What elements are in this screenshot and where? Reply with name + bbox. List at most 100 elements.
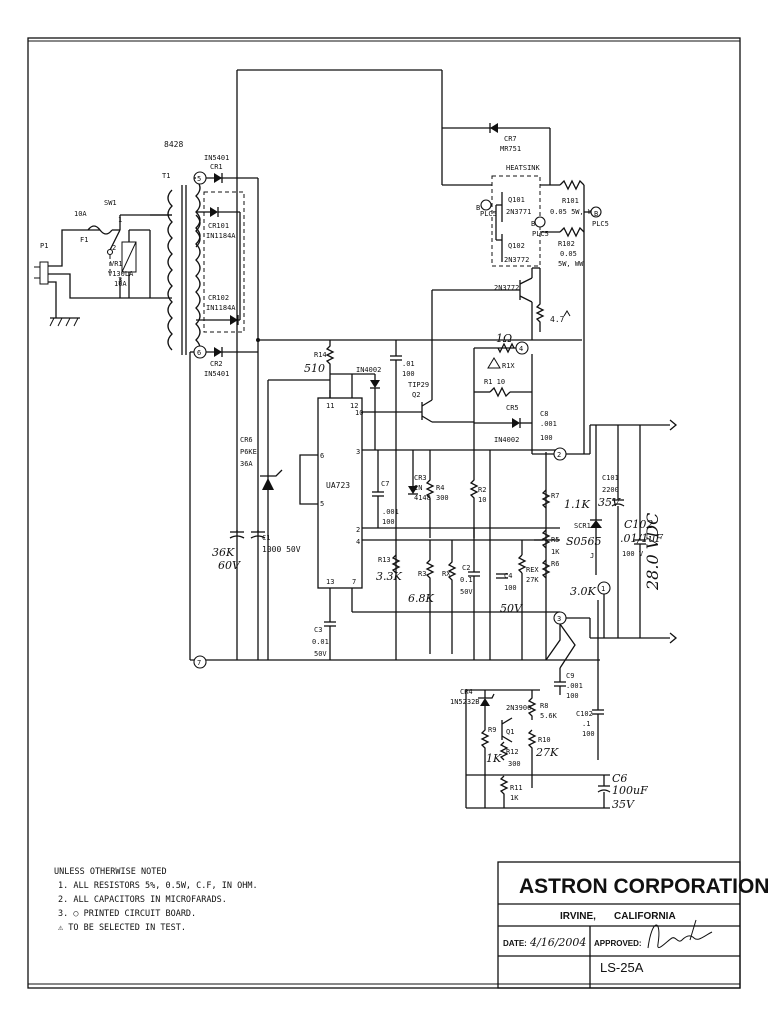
current-limit: 1Ω 4 R1X R1 10 CR5 IN4002 C8 .001 100 (473, 332, 557, 455)
note-1: 1. ALL RESISTORS 5%, 0.5W, C.F, IN OHM. (58, 881, 258, 891)
pass-transistor-section: CR7 MR751 HEATSINK B PLC5 Q101 2N3771 Q1… (432, 123, 609, 454)
diode-cr3 (408, 486, 418, 494)
plc-b-2: B (531, 220, 535, 228)
r3-handwritten: 6.8K (408, 592, 434, 605)
cr6-label: CR6 (240, 436, 253, 444)
r13-label: R13 (378, 556, 391, 564)
vr1-part: V130LA (108, 270, 134, 278)
terminal-5-label: 5 (197, 175, 201, 183)
ic-pin-13: 13 (326, 578, 334, 586)
r5-label: R5 (551, 536, 559, 544)
q2-label: Q2 (412, 391, 420, 399)
resistor-r3 (425, 540, 435, 654)
c3-voltage: 50V (314, 650, 327, 658)
r10-label: R10 (538, 736, 551, 744)
r4-value: 300 (436, 494, 449, 502)
q1-label: Q1 (506, 728, 514, 736)
c9-label: C9 (566, 672, 574, 680)
cr5-label: CR5 (506, 404, 519, 412)
c101-value: 2200 (602, 486, 619, 494)
switch-sw1 (109, 229, 121, 251)
note-3: 3. ○ PRINTED CIRCUIT BOARD. (58, 909, 196, 919)
c4-label: C4 (504, 572, 512, 580)
c102b-voltage: 100 (582, 730, 595, 738)
ic-pin-11: 11 (326, 402, 334, 410)
r1-label: R1 10 (484, 378, 505, 386)
ic-pin-2: 2 (356, 526, 360, 534)
fuse-f1 (87, 225, 113, 235)
ic-ua723-label: UA723 (326, 481, 350, 490)
resistor-rx (447, 540, 457, 654)
terminal-1-label: 1 (601, 585, 605, 593)
scr-scr1 (590, 520, 602, 528)
c7-voltage: 100 (382, 518, 395, 526)
r5-value: 1K (551, 548, 560, 556)
in4002-a-label: IN4002 (356, 366, 381, 374)
f1-rating: 10A (74, 210, 87, 218)
q102-label: Q102 (508, 242, 525, 250)
q3-part: 2N3772 (494, 284, 519, 292)
resistor-r12 (499, 741, 509, 761)
zener-cr6 (262, 478, 274, 490)
diode-cr2 (214, 347, 222, 357)
c-01-value: .01 (402, 360, 415, 368)
scr1-j: J (590, 552, 594, 560)
resistor-rex (517, 554, 527, 574)
r14-handwritten: 510 (304, 362, 325, 375)
r8-label: R8 (540, 702, 548, 710)
diode-cr101 (210, 207, 218, 217)
ic-pin-7: 7 (352, 578, 356, 586)
cr2-part: IN5401 (204, 370, 229, 378)
vr1-label: VR1 (110, 260, 123, 268)
c102-handwritten: C102 (624, 518, 653, 531)
notes-block: UNLESS OTHERWISE NOTED 1. ALL RESISTORS … (54, 867, 258, 933)
resistor-r10 (527, 729, 537, 788)
scr1-label: SCR1 (574, 522, 591, 530)
date-value: 4/16/2004 (529, 936, 586, 949)
r7-label: R7 (551, 492, 559, 500)
cr6-part: P6KE (240, 448, 257, 456)
resistor-r11 (499, 775, 509, 808)
ic-pin-6: 6 (320, 452, 324, 460)
resistor-r6 (541, 559, 551, 579)
diode-cr102 (230, 315, 238, 325)
resistor-r9 (480, 720, 490, 808)
q101-label: Q101 (508, 196, 525, 204)
c9-value: .001 (566, 682, 583, 690)
c2-label: C2 (462, 564, 470, 572)
cr4-part: 1N5232B (450, 698, 480, 706)
crowbar-section: SCR1 S0565 J 3.0K 1 C101 2200 35V C102 .… (566, 425, 663, 638)
transformer-t1: T1 (162, 172, 201, 357)
plc-label-3: PLC5 (592, 220, 609, 228)
c6-handwritten-voltage: 35V (612, 798, 635, 811)
terminal-7-label: 7 (197, 659, 201, 667)
terminal-2-label: 2 (557, 451, 561, 459)
resistor-4-7 (535, 300, 545, 332)
p1-label: P1 (40, 242, 48, 250)
t1-label: T1 (162, 172, 170, 180)
drawing-number: 8428 (164, 140, 183, 149)
resistor-r1 (489, 386, 511, 398)
cr102-part: IN1184A (206, 304, 236, 312)
terminal-4-label: 4 (519, 345, 523, 353)
c5-handwritten-voltage: 60V (218, 559, 241, 572)
c6-handwritten-value: 100uF (612, 784, 648, 797)
cr6-rating: 36A (240, 460, 253, 468)
plc-b-3: B (594, 210, 598, 218)
vr1-rating: 10A (114, 280, 127, 288)
heatsink-label: HEATSINK (506, 164, 541, 172)
feedback-network: CR3 IN 4148 R4 300 R2 10 R13 3.3K R3 6.8… (376, 422, 539, 660)
tip29-label: TIP29 (408, 381, 429, 389)
regulator-input: R14 510 IN4002 .01 100 TIP29 Q2 (304, 290, 474, 660)
cr3-part: IN (414, 484, 422, 492)
approver-signature (647, 919, 713, 949)
ic-pin-4: 4 (356, 538, 360, 546)
zener-cr4 (480, 698, 490, 706)
r8-value: 5.6K (540, 712, 558, 720)
c5-handwritten-value: 36K (212, 546, 235, 559)
sw1-label: SW1 (104, 199, 117, 207)
chassis-rectifier-box (203, 191, 245, 333)
pcb-terminal-7 (193, 655, 207, 669)
